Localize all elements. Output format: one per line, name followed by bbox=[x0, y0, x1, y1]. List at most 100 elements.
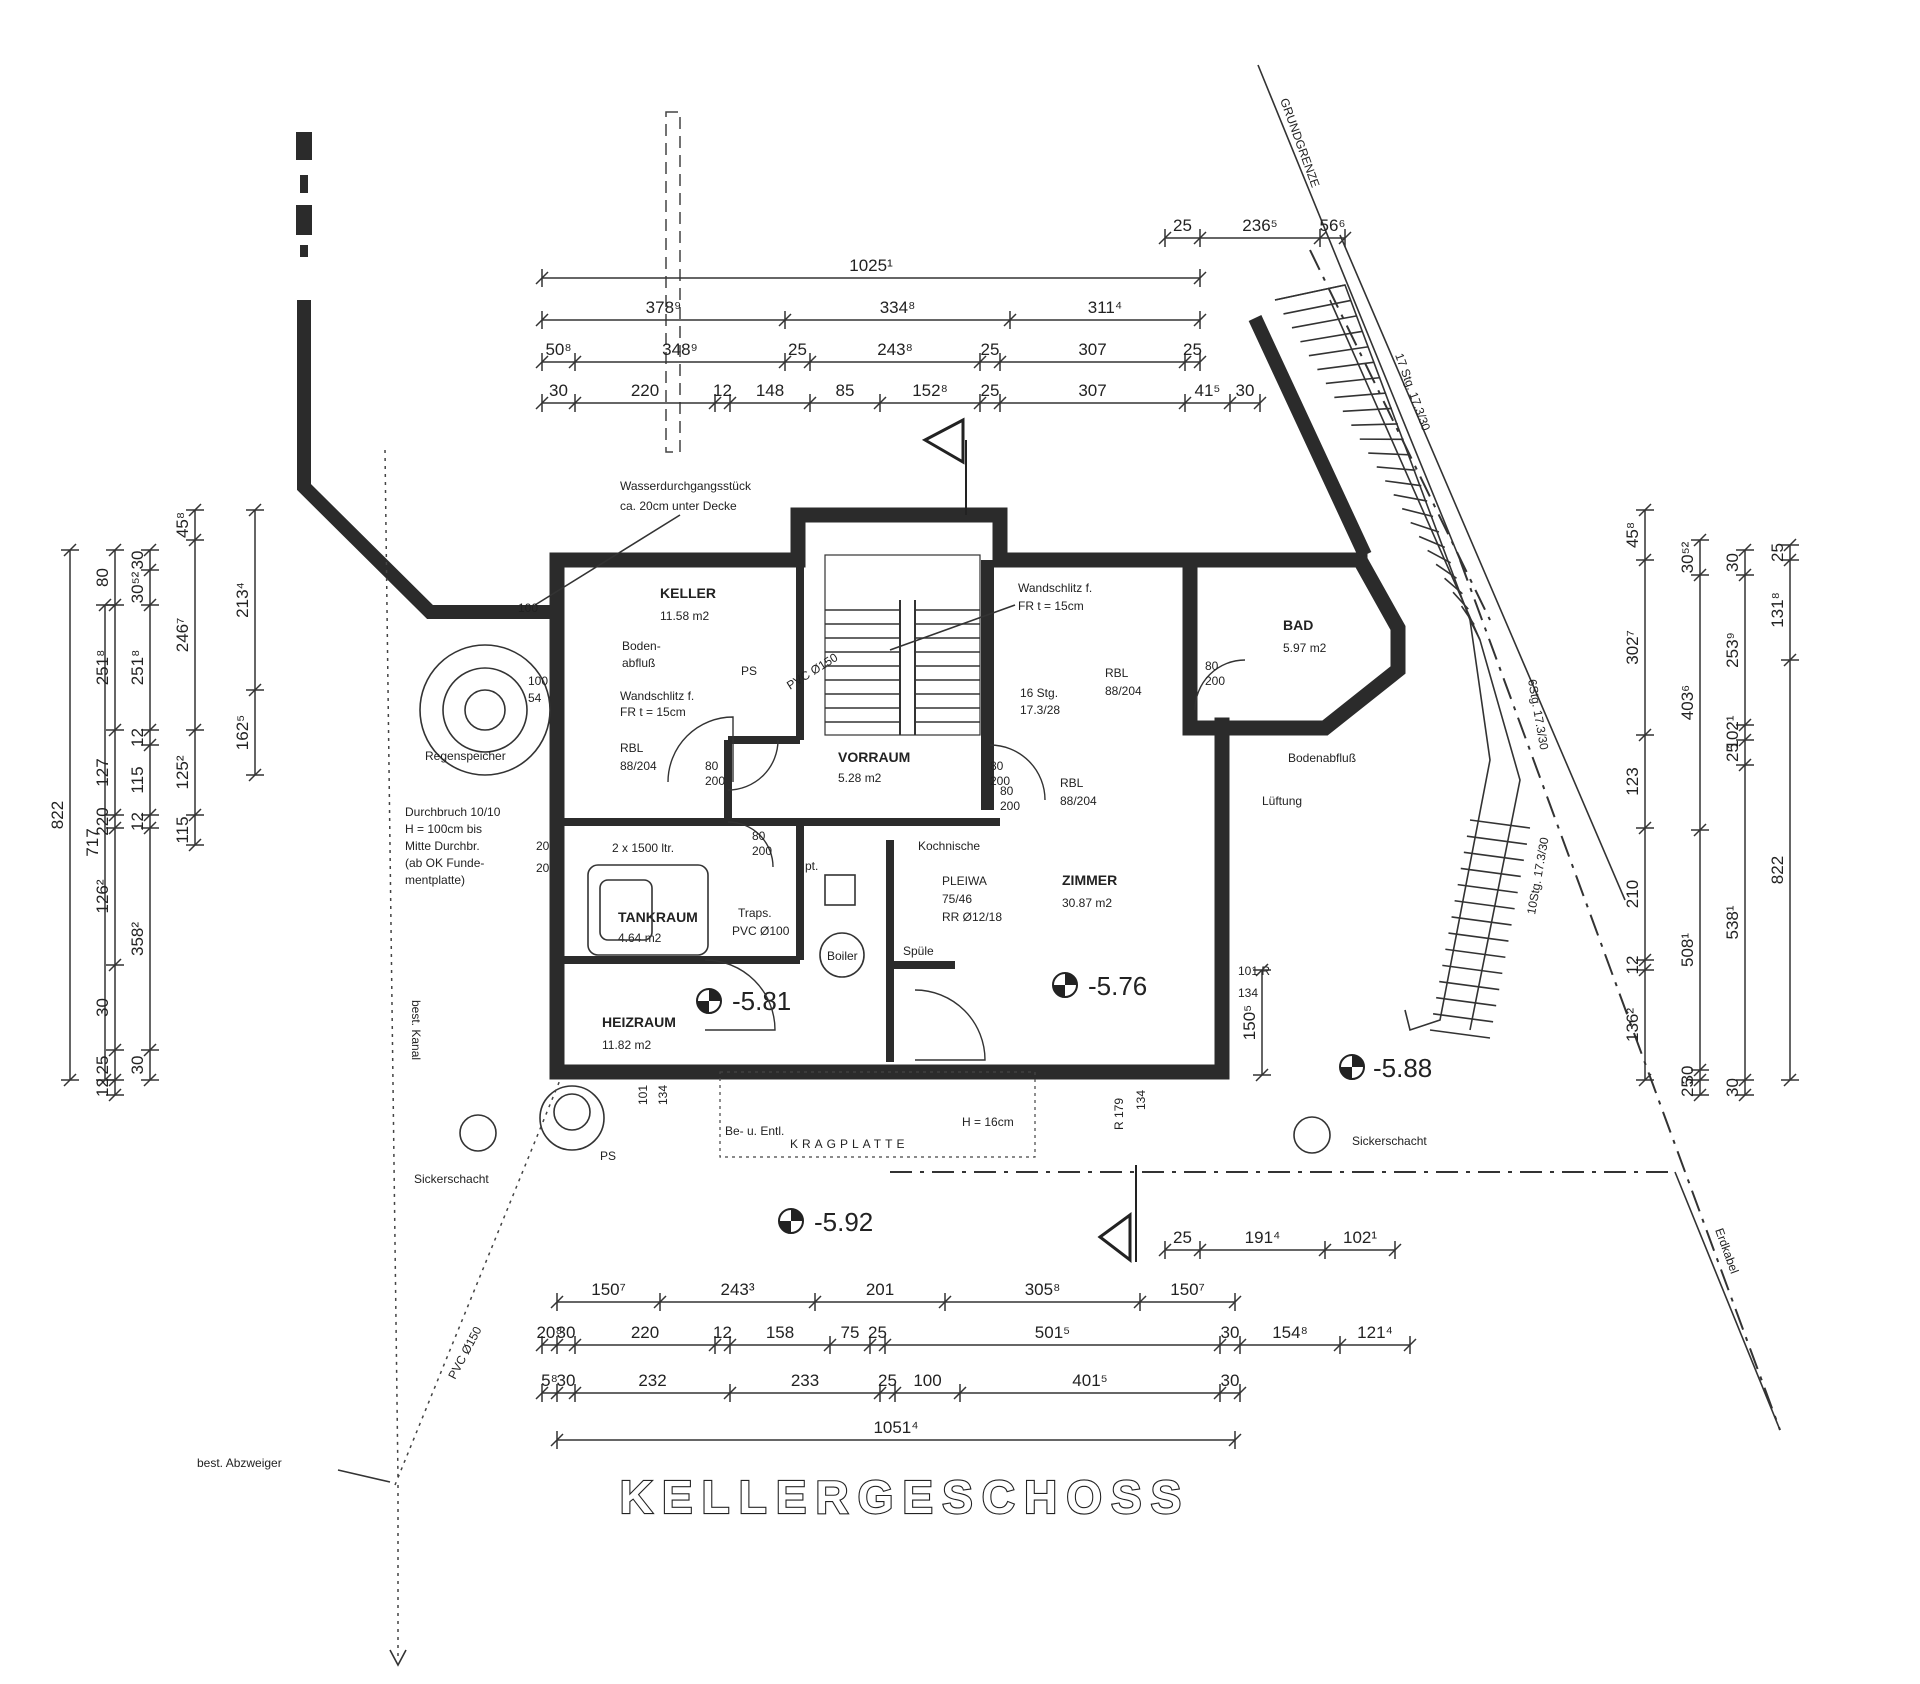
inner-stair-treads bbox=[825, 609, 980, 723]
stair-tread bbox=[1432, 1013, 1494, 1023]
note-wandschlitz-z-2: FR t = 15cm bbox=[1018, 599, 1084, 613]
stair-tread bbox=[1376, 466, 1416, 472]
dim-right-c2-label: 25 bbox=[1678, 1078, 1697, 1097]
dim-top-row2-label: 334⁸ bbox=[880, 298, 916, 317]
note-grundgrenze: GRUNDGRENZE bbox=[1277, 96, 1322, 189]
dim-bottom-row2-label: 75 bbox=[841, 1323, 860, 1342]
stair-tread bbox=[1342, 407, 1393, 413]
stair-tread bbox=[1401, 507, 1434, 518]
room-vorraum-name: VORRAUM bbox=[838, 749, 910, 765]
room-heizraum-name: HEIZRAUM bbox=[602, 1014, 676, 1030]
stair-tread bbox=[1448, 932, 1509, 942]
note-spuele: Spüle bbox=[903, 944, 934, 958]
dim-bottom-row1-label: 150⁷ bbox=[1170, 1280, 1205, 1299]
stair-tread bbox=[1435, 563, 1457, 579]
note-best-abzweiger: best. Abzweiger bbox=[197, 1456, 282, 1470]
stair-tread bbox=[1427, 549, 1452, 564]
door-size-label: 54 bbox=[528, 691, 542, 705]
note-erdkabel: Erdkabel bbox=[1712, 1226, 1741, 1275]
dim-left-c3-label: 251⁸ bbox=[93, 650, 112, 686]
room-keller-name: KELLER bbox=[660, 585, 716, 601]
dim-bottom-row2-label: 12 bbox=[713, 1323, 732, 1342]
doors bbox=[667, 659, 1246, 1061]
door-size-label: 100 bbox=[528, 674, 548, 688]
dim-bottom-row2-label: 30 bbox=[1221, 1323, 1240, 1342]
dim-top-row3-label: 25 bbox=[981, 340, 1000, 359]
dim-top-row4-label: 307 bbox=[1078, 381, 1106, 400]
stair-tread bbox=[1463, 851, 1524, 862]
dim-left-c3-label: 127 bbox=[93, 758, 112, 786]
dim-top-row1: 1025¹ bbox=[535, 256, 1207, 287]
dim-left-c6-label: 213⁴ bbox=[233, 582, 252, 618]
note-r134: 134 bbox=[1238, 986, 1258, 1000]
dim-left-c3-label: 25 bbox=[93, 1056, 112, 1075]
stair-tread bbox=[1429, 1029, 1491, 1039]
dim-bottom-row0-label: 25 bbox=[1173, 1228, 1192, 1247]
note-ps-1: PS bbox=[600, 1149, 616, 1163]
dim-bottom-row2-label: 30 bbox=[557, 1323, 576, 1342]
dim-bottom-row4: 1051⁴ bbox=[550, 1418, 1242, 1449]
stair-tread bbox=[1452, 591, 1469, 610]
note-traps-2: PVC Ø100 bbox=[732, 924, 790, 938]
room-bad-name: BAD bbox=[1283, 617, 1313, 633]
dim-left-c3-label: 220 bbox=[93, 807, 112, 835]
dim-top-row4-label: 30 bbox=[549, 381, 568, 400]
note-sickerschacht-right: Sickerschacht bbox=[1352, 1134, 1427, 1148]
stair-tread bbox=[1308, 345, 1369, 357]
dim-top-row3-label: 50⁸ bbox=[545, 340, 571, 359]
level-marks: -5.81 -5.76 -5.88 -5.92 bbox=[696, 971, 1432, 1237]
note-rbl-1b: 88/204 bbox=[620, 759, 657, 773]
room-bad-area: 5.97 m2 bbox=[1283, 641, 1327, 655]
stair-tread bbox=[1436, 996, 1497, 1007]
stair-tread bbox=[1283, 299, 1352, 315]
stair-tread bbox=[1466, 835, 1528, 845]
door-size-label: 80 bbox=[705, 759, 719, 773]
dim-bottom-row2-label: 220 bbox=[631, 1323, 659, 1342]
note-sickerschacht-left: Sickerschacht bbox=[414, 1172, 489, 1186]
note-bodenabfluss-1: Boden- bbox=[622, 639, 661, 653]
dim-bottom-row3-label: 232 bbox=[638, 1371, 666, 1390]
dim-top-row4-label: 12 bbox=[713, 381, 732, 400]
dim-top-row4-label: 30 bbox=[1236, 381, 1255, 400]
dim-right-c1-label: 210 bbox=[1623, 880, 1642, 908]
dim-right-c3-label: 538¹ bbox=[1723, 905, 1742, 939]
dim-left-c6-label: 162⁵ bbox=[233, 715, 252, 750]
dim-left-c5-label: 125² bbox=[173, 755, 192, 789]
door-size-label: 100 bbox=[518, 601, 538, 615]
note-r134c: 134 bbox=[656, 1085, 670, 1105]
note-durchbruch-4: (ab OK Funde- bbox=[405, 856, 484, 870]
dim-top-row4-label: 85 bbox=[836, 381, 855, 400]
note-lueftung: Lüftung bbox=[1262, 794, 1302, 808]
dim-top-row3-label: 25 bbox=[1183, 340, 1202, 359]
dim-right-c3-label: 25 bbox=[1723, 743, 1742, 762]
note-wandschlitz-2: FR t = 15cm bbox=[620, 705, 686, 719]
note-r101b: 101 bbox=[636, 1085, 650, 1105]
dim-right-c2-label: 508¹ bbox=[1678, 933, 1697, 967]
dim-bottom-row1-label: 243³ bbox=[720, 1280, 754, 1299]
plan-title: KELLERGESCHOSS bbox=[620, 1471, 1191, 1523]
dim-left-c3-label: 80 bbox=[93, 568, 112, 587]
note-kochnische: Kochnische bbox=[918, 839, 980, 853]
interior-stair bbox=[824, 554, 981, 736]
level-zimmer: -5.76 bbox=[1088, 971, 1147, 1001]
dim-bottom-row2-label: 20⁸ bbox=[536, 1323, 562, 1342]
note-ps-2: PS bbox=[741, 664, 757, 678]
dim-left-c2-label: 717 bbox=[83, 828, 102, 856]
note-wandschlitz-1: Wandschlitz f. bbox=[620, 689, 694, 703]
annotations: Wasserdurchgangsstück ca. 20cm unter Dec… bbox=[197, 96, 1742, 1667]
note-treppe-2: 6Stg. 17.3/30 bbox=[1525, 678, 1551, 751]
note-stufen-1: 16 Stg. bbox=[1020, 686, 1058, 700]
note-traps-1: Traps. bbox=[738, 906, 772, 920]
room-tankraum-name: TANKRAUM bbox=[618, 909, 698, 925]
dim-top-row4-label: 152⁸ bbox=[912, 381, 948, 400]
dim-top-row1-label: 1025¹ bbox=[849, 256, 893, 275]
dim-bottom-row3-label: 25 bbox=[878, 1371, 897, 1390]
dim-top-row0-label: 236⁵ bbox=[1242, 216, 1277, 235]
